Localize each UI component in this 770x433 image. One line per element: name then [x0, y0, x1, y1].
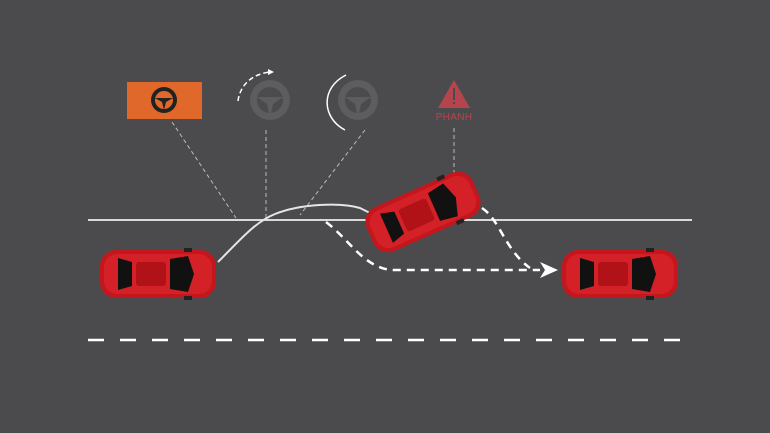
car-start: [100, 248, 216, 300]
car-end: [562, 248, 678, 300]
planned-path: [325, 221, 540, 272]
steering-wheel-arrow-icon: [237, 69, 290, 120]
corrected-path: [217, 203, 373, 263]
leader-lines: [171, 121, 455, 219]
steering-wheel-icon: [127, 82, 202, 119]
warning-triangle-icon: [438, 80, 470, 108]
steering-wheel-arc-icon: [326, 74, 378, 131]
arrow-head-icon: [540, 262, 558, 278]
car-drifting: [359, 164, 487, 260]
brake-warning-label: PHANH: [435, 112, 473, 123]
brake-path: [481, 206, 531, 270]
